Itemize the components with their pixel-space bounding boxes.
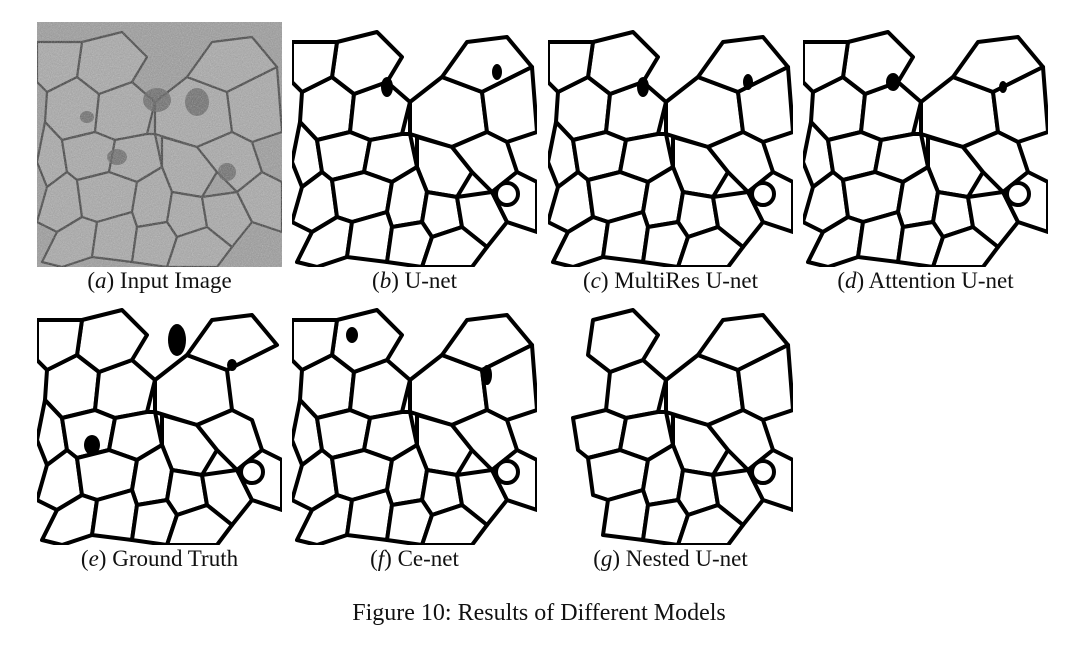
- round-cell: [494, 459, 520, 485]
- cell-membrane: [931, 225, 1000, 267]
- cell-membrane: [676, 503, 745, 545]
- input-image: [37, 22, 282, 267]
- nested-unet-mask: [548, 300, 793, 545]
- cell-membrane: [200, 468, 254, 527]
- ce-net-mask: [292, 300, 537, 545]
- cell-membrane: [548, 40, 595, 94]
- cell-membrane: [90, 488, 139, 542]
- figure-caption: Figure 10: Results of Different Models: [352, 600, 726, 626]
- cell-membrane: [586, 308, 660, 374]
- cell-membrane: [711, 468, 765, 527]
- cell-membrane: [711, 190, 765, 249]
- panel-caption: (b) U-net: [372, 268, 457, 293]
- microscopy-texture: [37, 22, 282, 267]
- panel-caption: (f) Ce-net: [370, 546, 459, 571]
- round-cell: [494, 181, 520, 207]
- dark-region: [381, 77, 393, 97]
- cell-membrane: [601, 210, 650, 264]
- cell-membrane: [736, 343, 793, 422]
- panel-caption: (a) Input Image: [87, 268, 232, 293]
- panel-caption: (c) MultiRes U-net: [582, 268, 759, 293]
- cell-membrane: [966, 190, 1020, 249]
- panel-caption: (e) Ground Truth: [80, 546, 239, 571]
- dark-region: [227, 359, 237, 371]
- dark-region: [482, 365, 492, 385]
- cell-membrane: [803, 40, 850, 94]
- cell-membrane: [292, 40, 339, 94]
- dark-region: [84, 435, 100, 455]
- round-cell: [750, 459, 776, 485]
- cell-membrane: [856, 210, 905, 264]
- attention-unet-mask: [803, 22, 1048, 267]
- multires-unet-segmentation-image: [548, 22, 793, 267]
- nested-unet-segmentation-image: [548, 300, 793, 545]
- cell-membrane: [601, 488, 650, 542]
- cell-membrane: [480, 343, 537, 422]
- dark-region: [637, 77, 649, 97]
- dark-region: [346, 327, 358, 343]
- cell-membrane: [455, 190, 509, 249]
- cell-membrane: [420, 503, 489, 545]
- cell-membrane: [676, 225, 745, 267]
- multires-unet-mask: [548, 22, 793, 267]
- dark-region: [743, 74, 753, 90]
- panel-caption: (g) Nested U-net: [593, 546, 748, 571]
- dark-region: [886, 73, 900, 91]
- attention-unet-segmentation-image: [803, 22, 1048, 267]
- cell-membrane: [480, 65, 537, 144]
- cell-membrane: [292, 318, 339, 372]
- dark-region: [168, 324, 186, 356]
- cell-membrane: [165, 503, 234, 545]
- cell-membrane: [420, 225, 489, 267]
- cell-membrane: [345, 210, 394, 264]
- ground-truth-image: [37, 300, 282, 545]
- cell-membrane: [185, 313, 279, 372]
- unet-mask: [292, 22, 537, 267]
- round-cell: [750, 181, 776, 207]
- ce-net-segmentation-image: [292, 300, 537, 545]
- round-cell: [1005, 181, 1031, 207]
- cell-membrane: [345, 488, 394, 542]
- cell-membrane: [37, 318, 84, 372]
- round-cell: [239, 459, 265, 485]
- ground-truth-mask: [37, 300, 282, 545]
- cell-membrane: [455, 468, 509, 527]
- dark-region: [492, 64, 502, 80]
- unet-segmentation-image: [292, 22, 537, 267]
- panel-caption: (d) Attention U-net: [837, 268, 1014, 293]
- dark-region: [999, 81, 1007, 93]
